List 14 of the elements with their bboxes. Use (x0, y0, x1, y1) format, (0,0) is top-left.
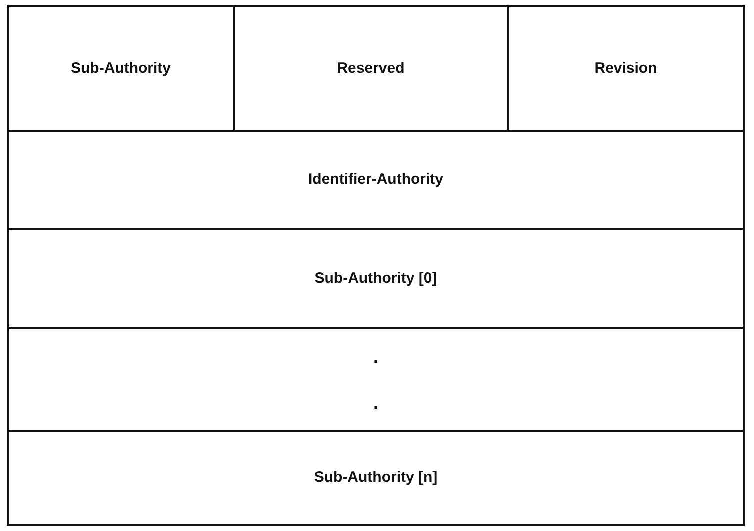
structure-field (7, 130, 745, 230)
field-name: Sub-Authority [n] (314, 469, 438, 487)
structure-field (7, 228, 745, 329)
field-name: Identifier-Authority (308, 171, 444, 189)
field-name: Reserved (337, 60, 405, 78)
ellipsis-dot: . (373, 394, 378, 412)
structure-field (7, 430, 745, 526)
structure-field (7, 5, 235, 132)
ellipsis-dot: . (373, 348, 378, 366)
structure-field (507, 5, 745, 132)
field-name: Sub-Authority (71, 60, 171, 78)
field-name: Sub-Authority [0] (314, 270, 438, 288)
field-name: Revision (594, 60, 658, 78)
structure-field (7, 327, 745, 432)
